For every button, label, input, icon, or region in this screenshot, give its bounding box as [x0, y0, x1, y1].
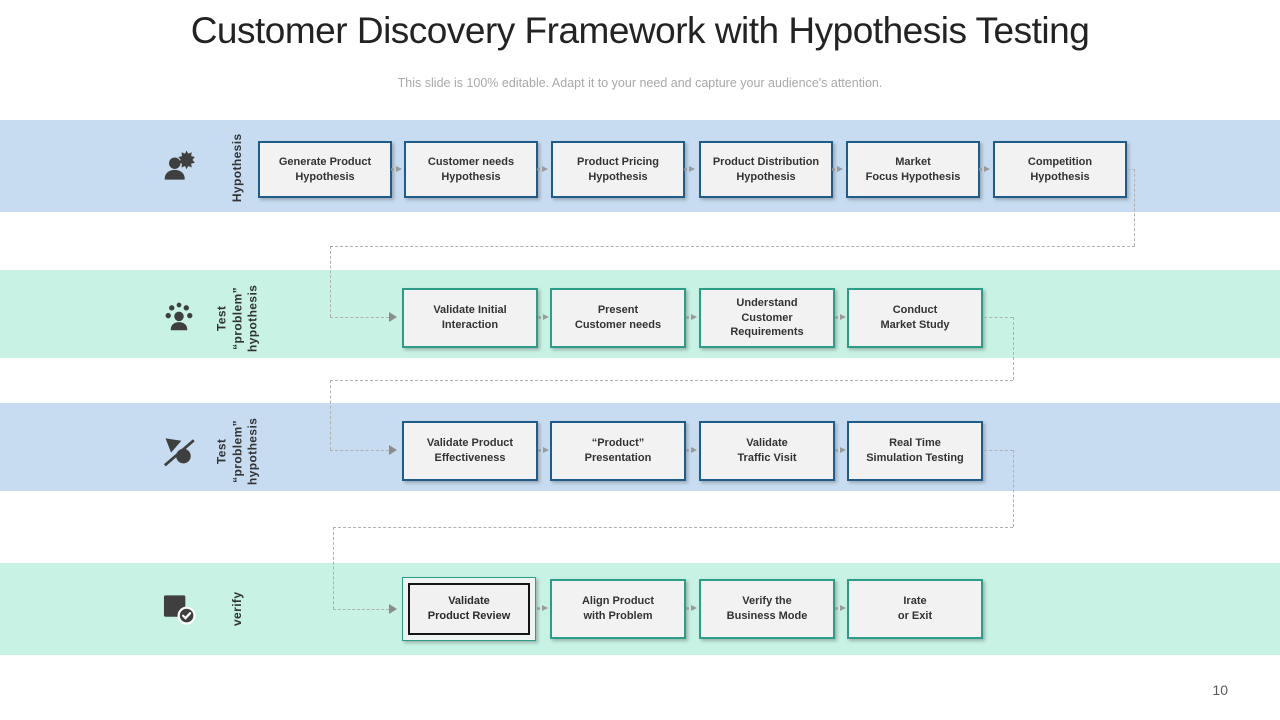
process-box-label: Product Distribution Hypothesis [712, 155, 820, 183]
process-box-label: Align Product with Problem [581, 595, 655, 622]
connector-row2-row3 [330, 450, 389, 451]
process-box-label: Customer needs Hypothesis [427, 155, 515, 183]
process-box[interactable]: Irate or Exit [847, 579, 983, 639]
process-box[interactable]: Validate Initial Interaction [402, 288, 538, 348]
connector-row3-row4 [333, 609, 389, 610]
process-box-label: Present Customer needs [574, 304, 662, 331]
connector-arrow-icon [389, 312, 397, 322]
person-idea-gear-icon [164, 150, 195, 180]
process-box[interactable]: Understand Customer Requirements [699, 288, 835, 348]
verified-box-icon [163, 595, 196, 625]
process-box[interactable]: Conduct Market Study [847, 288, 983, 348]
flow-arrow-icon [686, 314, 697, 320]
process-box-selected-inner: Validate Product Review [408, 583, 530, 635]
process-box[interactable]: Product Pricing Hypothesis [551, 141, 685, 198]
connector-row3-row4 [984, 450, 1013, 451]
process-box[interactable]: Product Distribution Hypothesis [699, 141, 833, 198]
flow-arrow-icon [686, 447, 697, 453]
side-label-verify: verify [230, 591, 245, 627]
flow-arrow-icon [537, 605, 548, 611]
connector-row2-row3 [984, 317, 1013, 318]
connector-row1-row2 [1128, 169, 1135, 170]
flow-arrow-icon [537, 166, 548, 172]
connector-row1-row2 [330, 246, 1135, 247]
connector-row1-row2 [330, 317, 389, 318]
process-box-selected[interactable]: Validate Product Review [402, 577, 536, 641]
flow-arrow-icon [686, 605, 697, 611]
connector-row2-row3 [1013, 317, 1014, 380]
connector-row1-row2 [1134, 169, 1135, 246]
flow-arrow-icon [538, 314, 549, 320]
side-label-hypothesis: Hypothesis [230, 133, 245, 203]
side-label-test-problem-2: Test “problem” hypothesis [214, 417, 260, 486]
process-box-label: “Product” Presentation [584, 437, 652, 464]
connector-row3-row4 [1013, 450, 1014, 527]
process-box-label: Conduct Market Study [880, 304, 950, 331]
connector-row1-row2 [330, 246, 331, 317]
process-box-label: Understand Customer Requirements [730, 296, 804, 339]
process-box-label: Validate Traffic Visit [737, 437, 797, 464]
flow-arrow-icon [391, 166, 402, 172]
connector-arrow-icon [389, 445, 397, 455]
process-box[interactable]: Market Focus Hypothesis [846, 141, 980, 198]
connector-row2-row3 [330, 380, 1013, 381]
connector-row2-row3 [330, 380, 331, 450]
page-number: 10 [1212, 682, 1228, 698]
process-box[interactable]: Customer needs Hypothesis [404, 141, 538, 198]
process-box-label: Real Time Simulation Testing [866, 437, 964, 464]
flow-arrow-icon [832, 166, 843, 172]
flow-arrow-icon [979, 166, 990, 172]
flow-arrow-icon [835, 314, 846, 320]
process-box[interactable]: “Product” Presentation [550, 421, 686, 481]
process-box[interactable]: Real Time Simulation Testing [847, 421, 983, 481]
connector-row3-row4 [333, 527, 334, 609]
process-box-label: Validate Initial Interaction [433, 304, 507, 331]
flow-arrow-icon [684, 166, 695, 172]
process-box-label: Validate Product Review [427, 595, 511, 622]
process-box-label: Irate or Exit [897, 595, 933, 622]
page-subtitle: This slide is 100% editable. Adapt it to… [397, 76, 883, 90]
presenter-audience-icon [165, 302, 193, 331]
process-box[interactable]: Validate Traffic Visit [699, 421, 835, 481]
flow-arrow-icon [835, 605, 846, 611]
page-title: Customer Discovery Framework with Hypoth… [190, 10, 1090, 51]
process-box-label: Product Pricing Hypothesis [577, 155, 659, 183]
flow-arrow-icon [538, 447, 549, 453]
process-box[interactable]: Verify the Business Mode [699, 579, 835, 639]
connector-row3-row4 [333, 527, 1013, 528]
process-box[interactable]: Competition Hypothesis [993, 141, 1127, 198]
process-box-label: Market Focus Hypothesis [865, 155, 961, 183]
process-box[interactable]: Align Product with Problem [550, 579, 686, 639]
flow-arrow-icon [835, 447, 846, 453]
process-box[interactable]: Present Customer needs [550, 288, 686, 348]
side-label-test-problem-1: Test “problem” hypothesis [214, 284, 260, 353]
process-box-label: Validate Product Effectiveness [426, 437, 514, 464]
process-box[interactable]: Generate Product Hypothesis [258, 141, 392, 198]
process-box-label: Generate Product Hypothesis [278, 155, 372, 183]
process-box[interactable]: Validate Product Effectiveness [402, 421, 538, 481]
dart-shapes-icon [163, 438, 195, 467]
process-box-label: Competition Hypothesis [1027, 155, 1093, 183]
process-box-label: Verify the Business Mode [726, 595, 808, 622]
connector-arrow-icon [389, 604, 397, 614]
